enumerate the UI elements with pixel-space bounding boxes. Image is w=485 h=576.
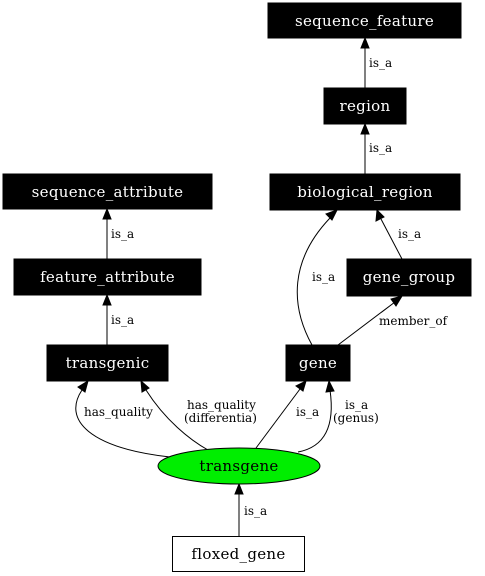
arrowhead <box>375 208 385 222</box>
node-label: sequence_feature <box>295 12 434 30</box>
arrowhead <box>390 295 404 307</box>
node-transgene-focus[interactable]: transgene <box>157 447 321 485</box>
edge-transgene-to-transgenic-differentia: has_quality (differentia) <box>140 379 257 451</box>
edge-label: has_quality <box>84 405 153 419</box>
node-label: transgenic <box>66 354 150 372</box>
edge-label: (differentia) <box>184 411 257 425</box>
edge-transgene-to-gene-genus: is_a (genus) <box>297 379 379 453</box>
edge-region-to-sequence-feature: is_a <box>360 36 392 88</box>
arrowhead <box>325 209 339 221</box>
node-transgenic[interactable]: transgenic <box>46 344 169 382</box>
node-label: gene_group <box>363 268 456 286</box>
edge-transgene-to-transgenic-has-quality: has_quality <box>75 379 171 458</box>
edge-feature-attribute-to-sequence-attribute: is_a <box>102 207 134 259</box>
edge-gene-to-gene-group: member_of <box>337 295 449 346</box>
node-sequence-attribute[interactable]: sequence_attribute <box>2 173 213 210</box>
arrowhead <box>360 122 370 135</box>
edge-label: has_quality <box>187 398 256 412</box>
node-label: gene <box>299 354 337 372</box>
node-label: floxed_gene <box>191 545 285 563</box>
arrowhead <box>325 379 335 393</box>
arrowhead <box>102 293 112 306</box>
node-region[interactable]: region <box>323 87 407 125</box>
node-sequence-feature[interactable]: sequence_feature <box>267 2 462 39</box>
edge-transgene-to-gene-is-a: is_a <box>255 380 319 449</box>
node-label: region <box>340 97 391 115</box>
edge-label: is_a <box>369 56 392 70</box>
arrowhead <box>360 36 370 49</box>
edge-label: is_a <box>345 398 368 412</box>
node-biological-region[interactable]: biological_region <box>269 173 461 211</box>
node-label: sequence_attribute <box>32 183 184 201</box>
arrowhead <box>140 379 150 393</box>
node-label: biological_region <box>297 183 433 201</box>
edge-floxed-gene-to-transgene: is_a <box>234 482 267 536</box>
edge-label: (genus) <box>333 411 379 425</box>
edge-gene-to-biological-region: is_a <box>296 209 339 346</box>
arrowhead <box>234 482 244 495</box>
edge-gene-group-to-biological-region: is_a <box>375 208 421 260</box>
arrowhead <box>102 207 112 220</box>
edge-label: is_a <box>312 270 335 284</box>
edge-label: is_a <box>398 227 421 241</box>
edge-label: member_of <box>379 314 449 328</box>
node-gene-group[interactable]: gene_group <box>346 258 472 297</box>
edge-biological-region-to-region: is_a <box>360 122 392 174</box>
edge-label: is_a <box>111 227 134 241</box>
edge-label: is_a <box>296 405 319 419</box>
node-label: feature_attribute <box>40 268 175 286</box>
arrowhead <box>295 380 307 392</box>
edge-label: is_a <box>111 313 134 327</box>
edge-transgenic-to-feature-attribute: is_a <box>102 293 134 345</box>
arrowhead <box>77 379 89 393</box>
edge-label: is_a <box>244 504 267 518</box>
edge-label: is_a <box>369 141 392 155</box>
node-gene[interactable]: gene <box>285 344 351 382</box>
node-feature-attribute[interactable]: feature_attribute <box>13 258 202 296</box>
node-label: transgene <box>199 457 278 475</box>
node-floxed-gene[interactable]: floxed_gene <box>172 536 305 572</box>
